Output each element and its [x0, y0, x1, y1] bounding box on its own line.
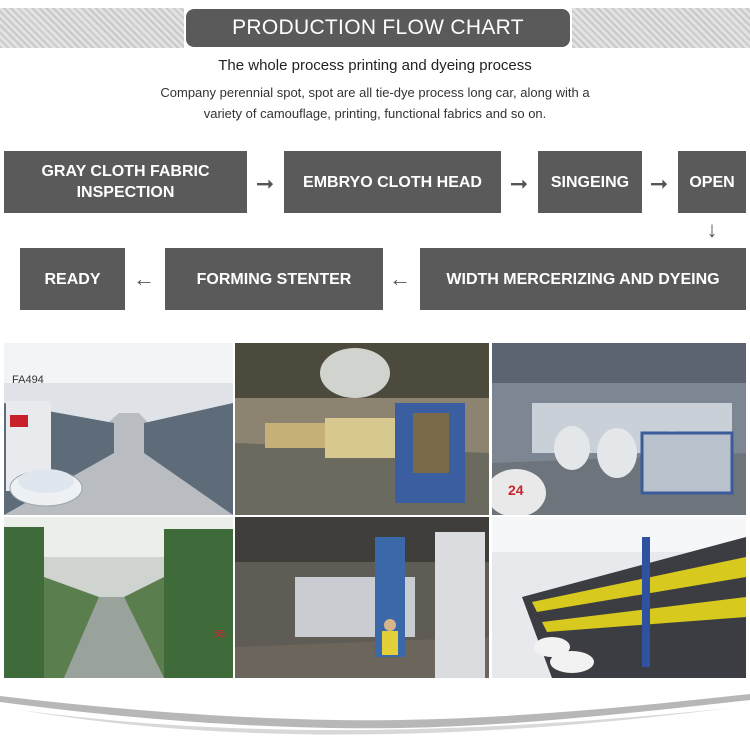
- side-label: 55: [214, 629, 226, 640]
- step-singeing: SINGEING: [538, 151, 642, 213]
- step-ready: READY: [20, 248, 125, 310]
- step-label-line-1: GRAY CLOTH FABRIC: [41, 163, 210, 180]
- photo-ring-spinning: 55: [4, 517, 233, 678]
- photo-worker-line: [235, 517, 489, 678]
- step-label: OPEN: [689, 173, 735, 191]
- bottom-swoosh-decoration: [0, 694, 750, 735]
- step-gray-cloth-inspection: GRAY CLOTH FABRIC INSPECTION: [4, 151, 247, 213]
- photo-carding-machines: 24: [492, 343, 746, 515]
- step-forming-stenter: FORMING STENTER: [165, 248, 383, 310]
- bin-label: 24: [508, 482, 524, 498]
- machine-label: FA494: [12, 374, 44, 386]
- arrow-right-icon: ➞: [255, 171, 275, 196]
- arrow-down-icon: ↓: [706, 217, 718, 242]
- step-label: SINGEING: [550, 173, 630, 191]
- step-label: READY: [44, 270, 101, 288]
- arrow-right-icon: ➞: [509, 171, 529, 196]
- step-open: OPEN: [678, 151, 746, 213]
- page-subtitle: The whole process printing and dyeing pr…: [218, 57, 532, 74]
- step-label: FORMING STENTER: [196, 270, 352, 288]
- description-line-1: Company perennial spot, spot are all tie…: [160, 85, 590, 100]
- photo-winding-machines: [492, 517, 746, 678]
- title-banner: PRODUCTION FLOW CHART: [184, 7, 572, 49]
- step-width-mercerizing-dyeing: WIDTH MERCERIZING AND DYEING: [420, 248, 746, 310]
- arrow-left-icon: ←: [389, 266, 411, 291]
- photo-dyeing-hall: [235, 343, 489, 515]
- page-description: Company perennial spot, spot are all tie…: [135, 82, 615, 124]
- step-label: WIDTH MERCERIZING AND DYEING: [446, 270, 720, 288]
- step-label: EMBRYO CLOTH HEAD: [303, 173, 482, 191]
- step-embryo-cloth-head: EMBRYO CLOTH HEAD: [284, 151, 501, 213]
- step-label-line-2: INSPECTION: [76, 184, 175, 201]
- arrow-left-icon: ←: [133, 266, 155, 291]
- arrow-right-icon: ➞: [649, 171, 669, 196]
- description-line-2: variety of camouflage, printing, functio…: [203, 106, 547, 121]
- page-title: PRODUCTION FLOW CHART: [186, 9, 570, 47]
- photo-spinning-frames: FA494: [4, 343, 233, 515]
